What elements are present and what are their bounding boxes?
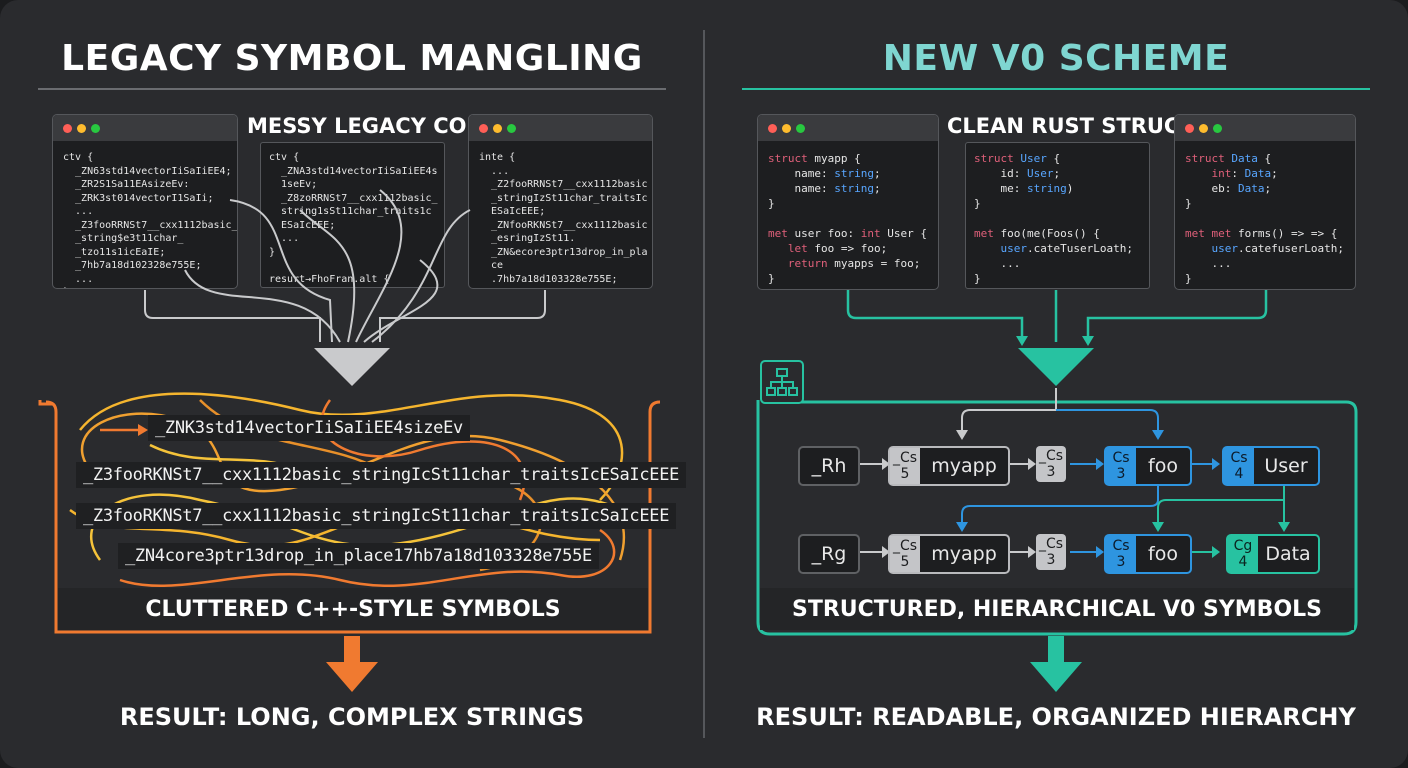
window-titlebar: [758, 115, 938, 141]
node-tag-kind: Cs: [1112, 538, 1130, 554]
legacy-result-arrow: [326, 662, 378, 692]
v0-root-node: _Rg: [798, 534, 860, 574]
node-label: myapp: [931, 455, 997, 477]
maximize-dot-icon: [1213, 124, 1222, 133]
legacy-title: LEGACY SYMBOL MANGLING: [61, 38, 643, 79]
node-tag-kind: _Cs: [1038, 448, 1064, 464]
minimize-dot-icon: [782, 124, 791, 133]
minimize-dot-icon: [1199, 124, 1208, 133]
hierarchy-icon: [760, 360, 804, 404]
node-label: Data: [1265, 543, 1311, 565]
node-tag-len: 5: [900, 554, 910, 570]
node-tag-len: 3: [1116, 466, 1126, 482]
v0-result-arrow: [1030, 662, 1082, 692]
center-divider: [703, 30, 705, 738]
node-tag-kind: Cs: [1230, 450, 1248, 466]
rust-code-1: struct myapp { name: string; name: strin…: [768, 152, 927, 285]
legacy-code-3: inte { ... _Z2fooRRNSt7__cxx1112basic _s…: [479, 152, 648, 285]
window-titlebar: [1175, 115, 1355, 141]
node-tag-kind: Cg: [1233, 538, 1253, 554]
mangled-symbol: _Z3fooRKNSt7__cxx1112basic_stringIcSt11c…: [76, 503, 677, 529]
node-tag-kind: _Cs: [892, 450, 918, 466]
legacy-subtitle: MESSY LEGACY CODE: [247, 114, 499, 138]
mangled-symbol: _Z3fooRKNSt7__cxx1112basic_stringIcSt11c…: [76, 462, 687, 488]
mangled-symbol: _ZN4core3ptr13drop_in_place17hb7a18d1033…: [118, 543, 599, 569]
v0-title: NEW V0 SCHEME: [882, 38, 1230, 79]
legacy-code-window-3: inte { ... _Z2fooRRNSt7__cxx1112basic _s…: [468, 114, 653, 289]
v0-subtitle: CLEAN RUST STRUCTS: [947, 114, 1209, 138]
v0-caption-bar: [760, 588, 1354, 630]
node-tag-kind: Cs: [1112, 450, 1130, 466]
node-tag-len: 3: [1116, 554, 1126, 570]
rust-code-2: struct User { id: User; me: string) } me…: [974, 152, 1133, 285]
legacy-code-window-2: ctv { _ZNA3std14vectorIiSaIiEE4s 1seEv; …: [260, 142, 445, 288]
node-tag-len: 3: [1046, 464, 1056, 480]
v0-root-node: _Rh: [798, 446, 860, 486]
rust-code-window-1: struct myapp { name: string; name: strin…: [757, 114, 939, 290]
node-label: foo: [1148, 543, 1178, 565]
legacy-funnel-arrow: [314, 348, 390, 386]
v0-funnel-arrow: [1018, 348, 1094, 386]
node-tag-len: 4: [1238, 554, 1248, 570]
legacy-caption-bar: [58, 588, 648, 630]
minimize-dot-icon: [493, 124, 502, 133]
node-tag-kind: _Cs: [1038, 536, 1064, 552]
close-dot-icon: [1185, 124, 1194, 133]
maximize-dot-icon: [796, 124, 805, 133]
node-tag-len: 4: [1234, 466, 1244, 482]
close-dot-icon: [479, 124, 488, 133]
maximize-dot-icon: [507, 124, 516, 133]
window-titlebar: [469, 115, 652, 141]
legacy-title-rule: [38, 88, 666, 90]
v0-title-rule: [742, 88, 1370, 90]
node-label: myapp: [931, 543, 997, 565]
legacy-tangle-connectors: [38, 189, 661, 692]
v0-caption: STRUCTURED, HIERARCHICAL V0 SYMBOLS: [791, 597, 1323, 622]
node-label: User: [1264, 455, 1308, 477]
node-label: foo: [1148, 455, 1178, 477]
node-tag-kind: _Cs: [892, 538, 918, 554]
legacy-caption: CLUTTERED C++-STYLE SYMBOLS: [145, 597, 561, 622]
legacy-code-2: ctv { _ZNA3std14vectorIiSaIiEE4s 1seEv; …: [269, 152, 438, 285]
v0-connectors: [756, 290, 1358, 692]
window-titlebar: [53, 115, 237, 141]
v0-result: RESULT: READABLE, ORGANIZED HIERARCHY: [756, 703, 1356, 731]
maximize-dot-icon: [91, 124, 100, 133]
legacy-code-1: ctv { _ZN63std14vectorIiSaIiEE4; _ZR2S1S…: [63, 152, 238, 288]
close-dot-icon: [768, 124, 777, 133]
node-tag-len: 5: [900, 466, 910, 482]
rust-code-window-3: struct Data { int: Data; eb: Data; } met…: [1174, 114, 1356, 290]
legacy-result: RESULT: LONG, COMPLEX STRINGS: [119, 703, 585, 731]
rust-code-window-2: struct User { id: User; me: string) } me…: [965, 142, 1150, 289]
minimize-dot-icon: [77, 124, 86, 133]
rust-code-3: struct Data { int: Data; eb: Data; } met…: [1185, 152, 1344, 285]
close-dot-icon: [63, 124, 72, 133]
node-tag-len: 3: [1046, 552, 1056, 568]
mangled-symbol: _ZNK3std14vectorIiSaIiEE4sizeEv: [148, 415, 470, 441]
legacy-code-window-1: ctv { _ZN63std14vectorIiSaIiEE4; _ZR2S1S…: [52, 114, 238, 289]
